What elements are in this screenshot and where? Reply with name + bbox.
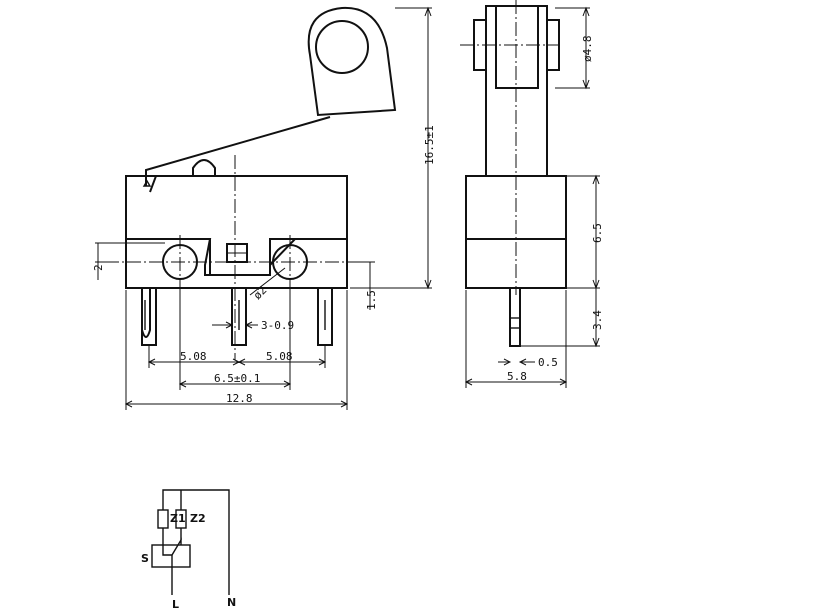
dim-pin-thickness: 0.5	[538, 356, 558, 369]
side-pin	[509, 287, 521, 347]
lever-arm	[145, 116, 331, 186]
roller-bracket	[307, 6, 397, 117]
plunger	[192, 159, 216, 176]
dim-pin-spacing-right: 5.08	[266, 350, 293, 363]
switch-box	[151, 544, 191, 568]
body-outline	[125, 175, 348, 289]
dim-pin-width: 3-0.9	[261, 319, 294, 332]
dim-base-offset: 1.5	[365, 290, 378, 310]
front-view: 16.5±1 2 1.5 ø2 3-0.9 5.08 5.08 6.5±0.1	[92, 6, 436, 410]
label-l: L	[172, 598, 179, 611]
dim-pin-length: 3.4	[591, 310, 604, 330]
pin-left	[141, 288, 157, 346]
contact-z1	[157, 509, 169, 529]
label-z1: Z1	[170, 512, 186, 525]
dim-height-total: 16.5±1	[423, 125, 436, 165]
dim-roller-dia: ø4.8	[581, 36, 594, 63]
dim-body-height: 6.5	[591, 223, 604, 243]
side-view: ø4.8 6.5 3.4 0.5 5.8	[460, 0, 604, 388]
label-n: N	[227, 596, 236, 609]
contact-z2	[175, 509, 187, 529]
dim-side-width: 5.8	[507, 370, 527, 383]
dim-pin-spacing-left: 5.08	[180, 350, 207, 363]
dim-hole-offset: 2	[92, 264, 105, 271]
dim-hole-spacing: 6.5±0.1	[214, 372, 260, 385]
pin-center	[231, 288, 247, 346]
dim-body-width: 12.8	[226, 392, 253, 405]
dim-hole-dia: ø2	[251, 284, 270, 303]
circuit-schematic: Z1 Z2 S L N	[141, 489, 236, 611]
label-z2: Z2	[190, 512, 206, 525]
label-s: S	[141, 552, 149, 565]
roller	[315, 20, 369, 74]
